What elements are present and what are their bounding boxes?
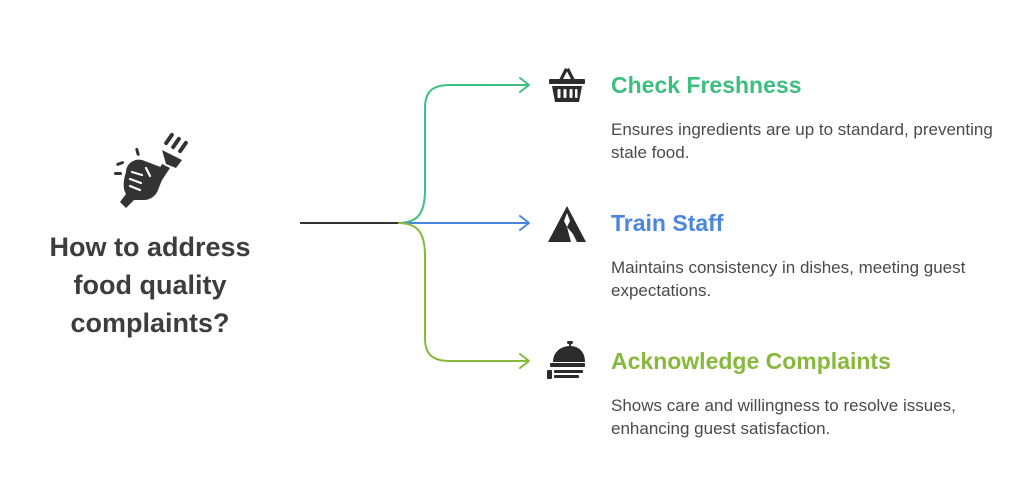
arrow-head-check-freshness [519,77,530,93]
branch-desc-train-staff: Maintains consistency in dishes, meeting… [611,258,966,300]
branch-title-check-freshness: Check Freshness [611,72,802,98]
arrow-head-acknowledge-complaints [519,353,530,369]
serving-cloche-icon [547,341,585,379]
mountain-icon [548,206,586,242]
connector-branch-check-freshness [397,84,528,224]
arrow-head-train-staff [519,215,530,231]
branch-desc-check-freshness: Ensures ingredients are up to standard, … [611,120,993,162]
branch-title-train-staff: Train Staff [611,210,724,236]
fist-fork-icon [114,132,188,208]
basket-icon [549,68,585,102]
branch-title-acknowledge-complaints: Acknowledge Complaints [611,348,891,374]
main-title: How to address food quality complaints? [49,232,251,338]
branch-desc-acknowledge-complaints: Shows care and willingness to resolve is… [611,396,956,438]
connector-branch-acknowledge-complaints [397,222,528,362]
